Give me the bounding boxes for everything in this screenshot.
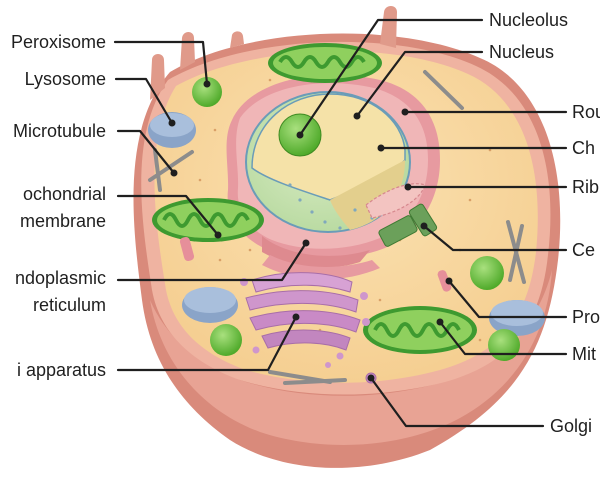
label-chromatin: Ch — [572, 138, 595, 158]
label-smooth-er-1: ndoplasmic — [15, 268, 106, 288]
dot-smooth-er — [303, 240, 310, 247]
label-protein: Pro — [572, 307, 600, 327]
dot-centrosome — [421, 223, 428, 230]
dot-ribosomes — [405, 184, 412, 191]
dot-chromatin — [378, 145, 385, 152]
peroxisome-right — [470, 256, 504, 290]
mitochondrion-top — [268, 43, 382, 83]
label-golgi-vesicle: Golgi — [550, 416, 592, 436]
mitochondrion-left — [152, 198, 264, 242]
label-smooth-er-2: reticulum — [33, 295, 106, 315]
dot-mito-membrane — [215, 232, 222, 239]
label-microtubule: Microtubule — [13, 121, 106, 141]
dot-mitochondria — [437, 319, 444, 326]
dot-nucleolus — [297, 132, 304, 139]
label-centrosome: Ce — [572, 240, 595, 260]
dot-rough-er — [402, 109, 409, 116]
label-mitochondria: Mit — [572, 344, 596, 364]
dot-golgi-vesicle — [368, 375, 375, 382]
dot-nucleus — [354, 113, 361, 120]
dot-peroxisome — [204, 81, 211, 88]
label-rough-er: Rou — [572, 102, 600, 122]
dot-golgi-apparatus — [293, 314, 300, 321]
lysosome-top — [148, 112, 196, 148]
label-lysosome: Lysosome — [25, 69, 106, 89]
label-nucleolus: Nucleolus — [489, 10, 568, 30]
label-mito-membrane-2: membrane — [20, 211, 106, 231]
peroxisome-left — [210, 324, 242, 356]
label-ribosomes: Rib — [572, 177, 599, 197]
label-mito-membrane-1: ochondrial — [23, 184, 106, 204]
dot-lysosome — [169, 120, 176, 127]
lysosome-bottom-left — [182, 287, 238, 323]
label-nucleus: Nucleus — [489, 42, 554, 62]
label-peroxisome: Peroxisome — [11, 32, 106, 52]
dot-microtubule — [171, 170, 178, 177]
dot-protein — [446, 278, 453, 285]
peroxisome-bottom-right — [488, 329, 520, 361]
label-golgi-apparatus: i apparatus — [17, 360, 106, 380]
